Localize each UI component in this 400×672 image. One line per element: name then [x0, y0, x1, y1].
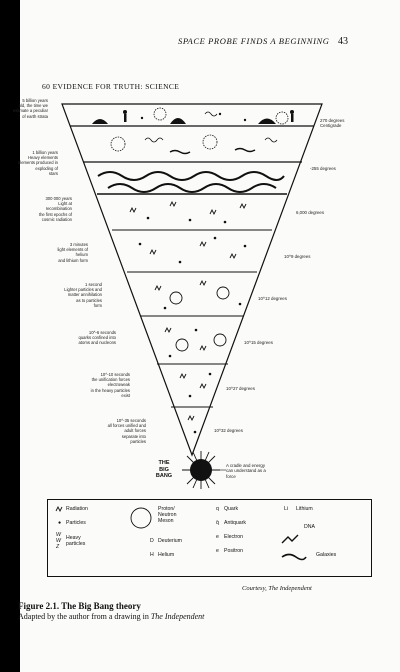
- legend-heavy-particles: Heavy particles: [66, 535, 86, 547]
- temp-1e32: 10^32 degrees: [214, 428, 243, 433]
- legend-lithium-symbol: Li: [284, 506, 289, 512]
- big-bang-label: THE BIG BANG: [155, 460, 173, 479]
- cone-outline: [61, 103, 323, 457]
- particle-bands: [129, 200, 247, 422]
- big-bang-diagram: [55, 103, 323, 561]
- temp-1e9: 10^9 degrees: [284, 254, 311, 259]
- temp-1e15: 10^15 degrees: [244, 340, 273, 345]
- temp-minus-255: -255 degrees: [310, 166, 336, 171]
- temp-6000: 6,000 degrees: [296, 210, 325, 215]
- earth-band: [92, 110, 294, 124]
- legend-deuterium: Deuterium: [158, 538, 182, 544]
- label-5-billion-years: 5 billion years old, the time we estimat…: [12, 98, 48, 119]
- label-1-second: 1 second Lighter particles and matter an…: [64, 282, 102, 308]
- legend-galaxies: Galaxies: [316, 552, 337, 558]
- label-3-minutes: 3 minutes light elements of helium and l…: [57, 242, 89, 263]
- galaxy-band: [110, 134, 278, 155]
- legend-radiation: Radiation: [66, 506, 88, 512]
- legend-electron-symbol: e: [216, 534, 219, 540]
- legend-helium-symbol: H: [150, 552, 154, 558]
- figure-caption-source: Adapted by the author from a drawing in …: [18, 612, 205, 621]
- legend-helium: Helium: [158, 552, 175, 558]
- legend-positron-symbol: e: [216, 548, 219, 554]
- label-1e-35-seconds: 10^-35 seconds all forces unified and ad…: [107, 418, 146, 444]
- legend-box: Radiation ● Particles W W Z Heavy partic…: [47, 499, 372, 577]
- legend-electron: Electron: [224, 534, 244, 540]
- legend-particles: Particles: [66, 520, 86, 526]
- label-1e-6-seconds: 10^-6 seconds quarks confined into atoms…: [78, 330, 116, 346]
- legend-quark-symbol: q: [216, 506, 219, 512]
- legend-proton-neutron: Proton/ Neutron Meson: [158, 506, 177, 524]
- legend-antiquark: Antiquark: [224, 520, 246, 526]
- label-1-billion-years: 1 billion years Heavy elements elements …: [17, 150, 58, 176]
- big-bang-burst: [182, 451, 226, 489]
- running-head: SPACE PROBE FINDS A BEGINNING: [178, 36, 330, 46]
- page-number: 43: [338, 36, 348, 47]
- temp-1e12: 10^12 degrees: [258, 296, 287, 301]
- legend-lithium: Lithium: [296, 506, 313, 512]
- inner-heading: 60 EVIDENCE FOR TRUTH: SCIENCE: [42, 82, 180, 91]
- legend-quark: Quark: [224, 506, 239, 512]
- label-1e-10-seconds: 10^-10 seconds the unification forces el…: [90, 372, 130, 398]
- temp-1e27: 10^27 degrees: [226, 386, 255, 391]
- legend-particles-symbol: ●: [58, 520, 62, 526]
- legend-glyphs: [55, 505, 307, 561]
- image-credit: Courtesy, The Independent: [242, 585, 312, 592]
- big-bang-note: A cradle and energy can understand as a …: [226, 463, 266, 479]
- legend-antiquark-symbol: q̄: [216, 520, 219, 526]
- figure-caption-title: Figure 2.1. The Big Bang theory: [18, 601, 141, 611]
- legend-positron: Positron: [224, 548, 244, 554]
- book-page: SPACE PROBE FINDS A BEGINNING 43 60 EVID…: [13, 0, 400, 672]
- legend-heavy-symbols: W W Z: [56, 532, 61, 550]
- temp-270-degrees: 270 degrees Centigrade: [320, 118, 345, 129]
- radiation-band: [97, 171, 285, 193]
- legend-dna: DNA: [304, 524, 315, 530]
- label-300000-years: 300 000 years Light at recombination the…: [38, 196, 72, 222]
- legend-deuterium-symbol: D: [150, 538, 154, 544]
